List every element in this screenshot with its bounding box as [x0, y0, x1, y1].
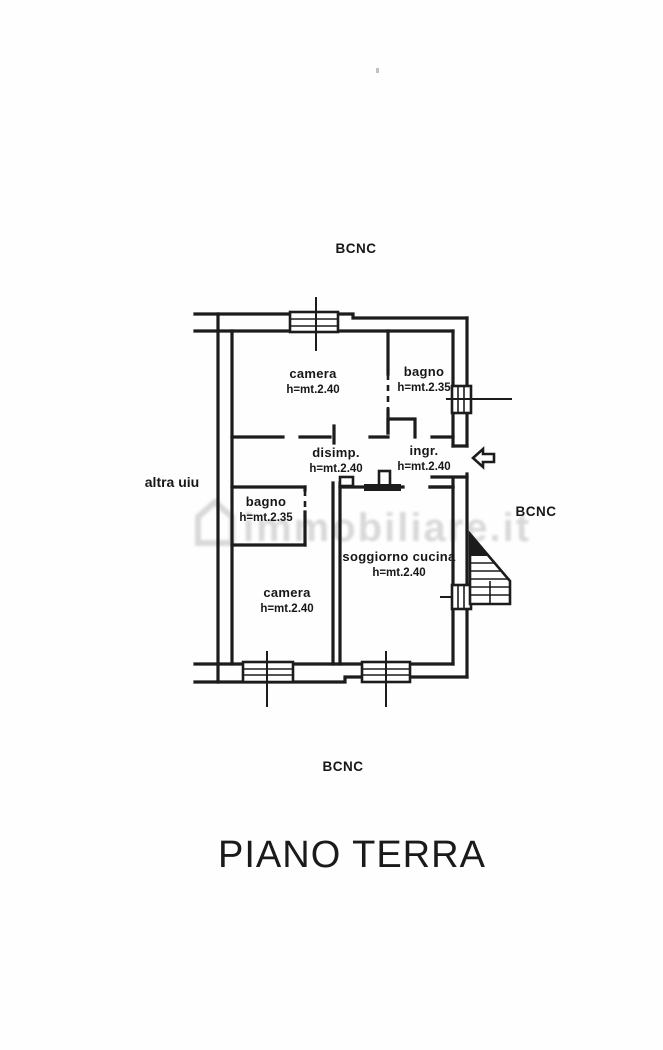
room-height-camera-1: h=mt.2.40 — [286, 384, 339, 396]
bcnc-label-top: BCNC — [336, 241, 377, 256]
window-icon-top — [288, 297, 340, 351]
entry-arrow-icon — [471, 446, 496, 470]
page-title: PIANO TERRA — [218, 834, 486, 876]
room-label-disimp: disimp. — [312, 445, 360, 460]
room-labels: camera h=mt.2.40 bagno h=mt.2.35 disimp.… — [239, 364, 456, 615]
bcnc-label-bottom: BCNC — [323, 759, 364, 774]
window-icon-camera-bottom — [241, 651, 295, 707]
window-icon-bagno-right — [446, 384, 512, 415]
annotations: BCNC BCNC BCNC altra uiu — [145, 241, 557, 774]
room-height-disimp: h=mt.2.40 — [309, 463, 362, 475]
room-label-ingr: ingr. — [410, 443, 439, 458]
scan-speck — [376, 68, 379, 73]
watermark: immobiliare.it — [195, 497, 531, 550]
room-label-camera-2: camera — [263, 585, 311, 600]
room-height-soggiorno: h=mt.2.40 — [372, 567, 425, 579]
room-height-ingr: h=mt.2.40 — [397, 461, 450, 473]
wall-tab — [338, 475, 355, 488]
room-height-camera-2: h=mt.2.40 — [260, 603, 313, 615]
staircase-icon — [468, 530, 512, 606]
room-label-bagno-1: bagno — [404, 364, 445, 379]
room-label-camera-1: camera — [289, 366, 337, 381]
room-height-bagno-2: h=mt.2.35 — [239, 512, 293, 524]
room-label-bagno-2: bagno — [246, 494, 287, 509]
interior-walls — [230, 329, 455, 666]
watermark-house-icon — [195, 497, 235, 546]
watermark-text: immobiliare.it — [243, 506, 531, 550]
window-icon-soggiorno-right — [440, 583, 473, 611]
room-height-bagno-1: h=mt.2.35 — [397, 382, 451, 394]
flue-wall — [364, 484, 401, 491]
window-icon-soggiorno-bottom — [360, 651, 412, 707]
room-label-soggiorno: soggiorno cucina — [342, 549, 456, 564]
adjacent-unit-label: altra uiu — [145, 474, 199, 490]
windows — [241, 297, 512, 707]
bcnc-label-right: BCNC — [516, 504, 557, 519]
